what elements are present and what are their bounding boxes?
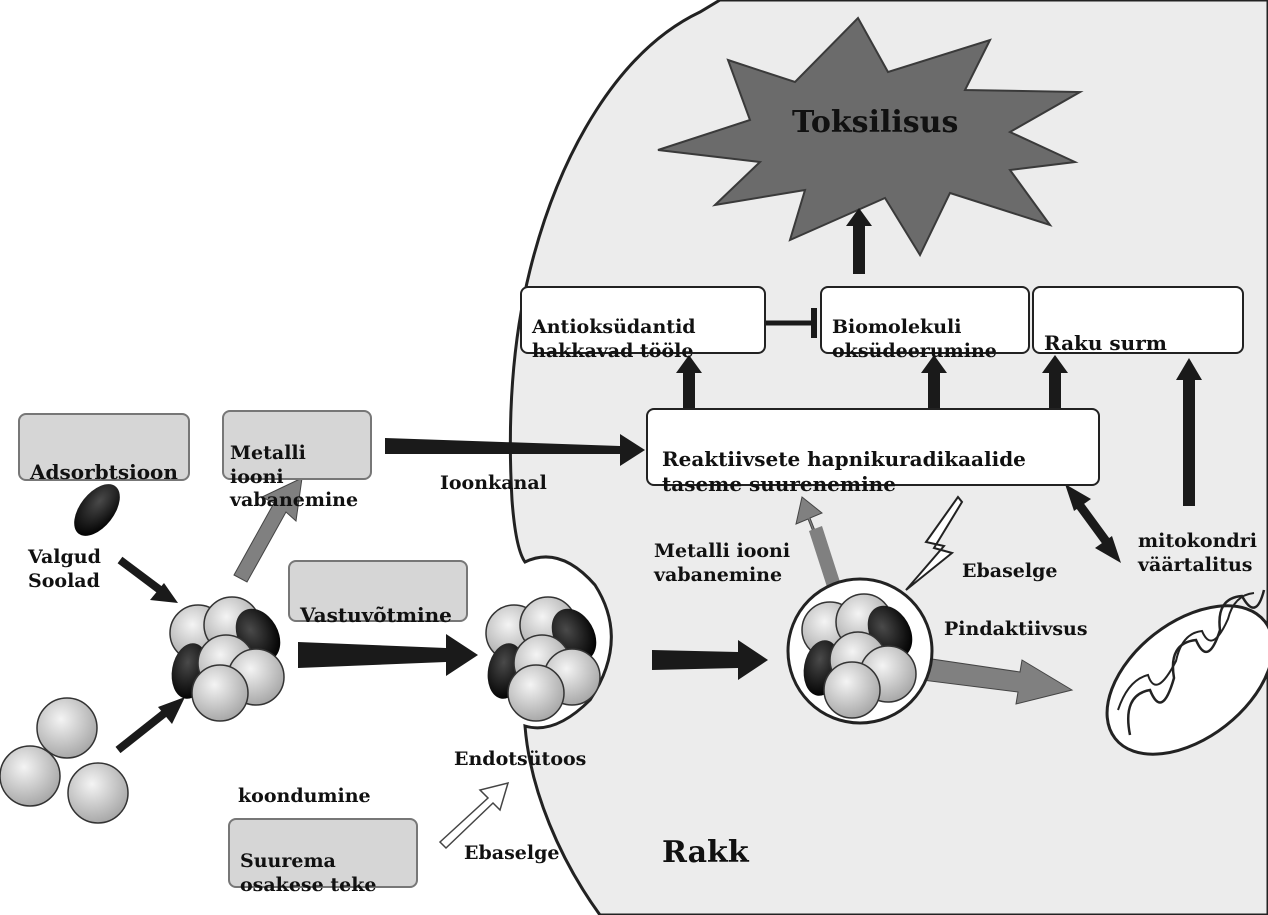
proteins-salts-label: Valgud Soolad [28, 546, 101, 592]
aggregation-label: koondumine [238, 785, 371, 807]
metal-release-inside-label: Metalli iooni vabanemine [654, 540, 791, 586]
arrow-into-vesicle [652, 640, 768, 680]
arrow-ros-to-biomolecule [921, 355, 947, 408]
arrow-mito-to-cell-death [1176, 358, 1202, 506]
arrow-metal-release-to-ros [385, 434, 645, 466]
adsorption-box: Adsorbtsioon [18, 413, 190, 484]
endocytosis-label: Endotsütoos [454, 748, 587, 770]
antioxidants-box: Antioksüdantid hakkavad tööle [520, 286, 766, 362]
single-particle [67, 762, 129, 824]
particle-cluster-vesicle [801, 593, 917, 719]
unclear-inside-label: Ebaselge [962, 560, 1058, 582]
toxicity-label: Toksilisus [792, 105, 959, 140]
particle-cluster-outside [169, 596, 285, 722]
ros-label: Reaktiivsete hapnikuradikaalide taseme s… [662, 447, 1026, 496]
single-particle [0, 745, 61, 807]
uptake-box: Vastuvõtmine [288, 560, 468, 627]
ion-channel-label: Ioonkanal [440, 472, 547, 494]
arrow-ros-to-antioxidants [676, 355, 702, 408]
toxicity-star [657, 16, 1084, 258]
mito-dysfunction-label: mitokondri väärtalitus [1138, 530, 1257, 576]
double-arrow-ros-mito [1065, 484, 1121, 563]
arrow-ros-to-cell-death [1042, 355, 1068, 408]
unclear-bottom-label: Ebaselge [464, 842, 560, 864]
cell-label: Rakk [662, 835, 749, 870]
arrow-uptake [298, 634, 478, 676]
biomolecule-oxidation-box: Biomolekuli oksüdeerumine [820, 286, 1030, 362]
ros-box: Reaktiivsete hapnikuradikaalide taseme s… [646, 408, 1100, 496]
uptake-label: Vastuvõtmine [300, 603, 452, 627]
single-particle [36, 697, 98, 759]
protein-salt-particle [74, 484, 120, 536]
arrow-endocytosis-hollow [438, 781, 510, 850]
adsorption-label: Adsorbtsioon [30, 460, 178, 484]
cell-death-box: Raku surm [1032, 286, 1244, 355]
cell-death-label: Raku surm [1044, 331, 1167, 355]
surface-activity-label: Pindaktiivsus [944, 618, 1088, 640]
lightning-icon [905, 495, 964, 591]
arrow-surface-activity [921, 657, 1074, 705]
antioxidants-label: Antioksüdantid hakkavad tööle [532, 315, 696, 362]
arrow-singles-to-cluster [115, 697, 185, 754]
arrow-to-toxicity [846, 208, 872, 274]
metal-release-box: Metalli iooni vabanemine [222, 410, 372, 511]
metal-release-box-label: Metalli iooni vabanemine [230, 441, 359, 512]
larger-particle-box: Suurema osakese teke [228, 818, 418, 896]
arrow-cluster-to-metal-release [233, 477, 303, 583]
arrow-metal-release-inside [795, 496, 841, 591]
larger-particle-label: Suurema osakese teke [240, 849, 377, 896]
arrow-salts-to-cluster [117, 556, 178, 603]
particle-cluster-membrane [485, 596, 601, 722]
inhibition-line [766, 308, 817, 338]
biomolecule-oxidation-label: Biomolekuli oksüdeerumine [832, 315, 997, 362]
mitochondrion [1105, 589, 1268, 756]
